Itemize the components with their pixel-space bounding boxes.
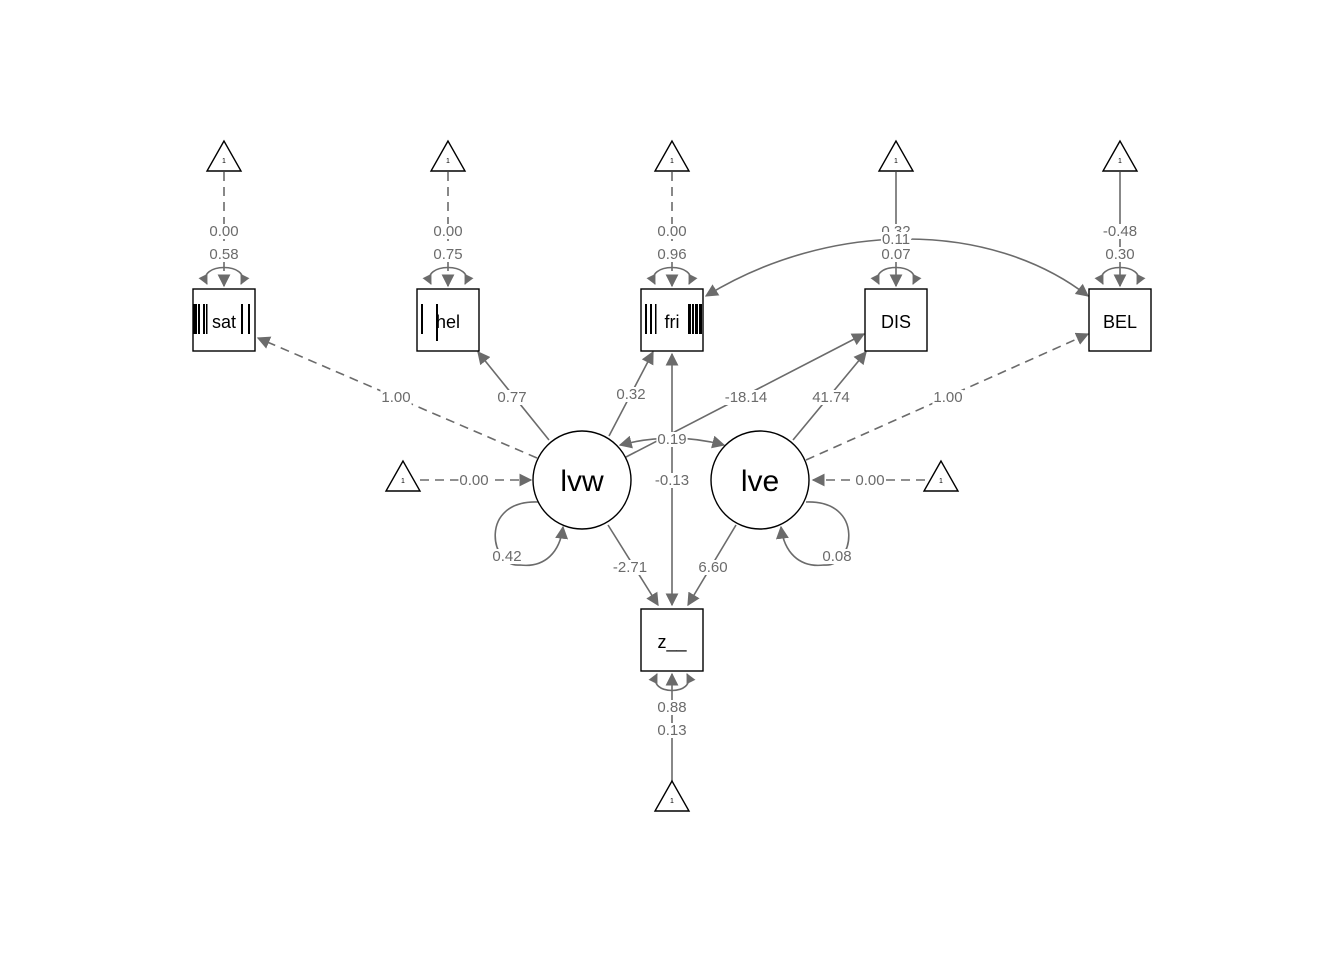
label-background bbox=[496, 390, 528, 405]
label-background bbox=[656, 723, 688, 738]
label-background bbox=[656, 432, 688, 447]
label-background bbox=[432, 224, 464, 239]
node-hel: hel bbox=[416, 288, 480, 352]
const-label: 1 bbox=[222, 158, 226, 165]
node-fri: fri bbox=[640, 288, 704, 352]
label-background bbox=[880, 232, 912, 247]
label-lve-variance: 0.08 bbox=[822, 548, 851, 565]
node-label-lvw: lvw bbox=[560, 465, 604, 498]
edge-var-fri bbox=[646, 266, 698, 285]
label-background bbox=[611, 560, 649, 575]
node-label-sat: sat bbox=[212, 312, 236, 332]
label-fri-bel-covariance: 0.11 bbox=[882, 231, 910, 248]
label-background bbox=[208, 247, 240, 262]
label-lve-dis: 41.74 bbox=[812, 389, 850, 406]
label-lvw-lve-covariance: 0.19 bbox=[657, 431, 686, 448]
edge-labels: 0.00 0.58 0.00 0.75 0.00 0.96 0.32 0.11 … bbox=[208, 223, 1139, 739]
const-label: 1 bbox=[894, 158, 898, 165]
label-bel-variance: 0.30 bbox=[1105, 246, 1134, 263]
label-lvw-dis: -18.14 bbox=[725, 389, 768, 406]
node-label-hel: hel bbox=[436, 312, 460, 332]
triangle-const-fri: 1 bbox=[653, 139, 691, 172]
label-background bbox=[1104, 247, 1136, 262]
node-label-dis: DIS bbox=[881, 312, 911, 332]
node-z: z__ bbox=[640, 608, 704, 672]
triangle-const-lve: 1 bbox=[922, 459, 960, 492]
label-z-variance: 0.88 bbox=[657, 699, 686, 716]
const-label: 1 bbox=[1118, 158, 1122, 165]
label-fri-z: -0.13 bbox=[655, 472, 689, 489]
label-sat-variance: 0.58 bbox=[209, 246, 238, 263]
edge-var-lvw bbox=[494, 501, 569, 567]
label-fri-variance: 0.96 bbox=[657, 246, 686, 263]
triangle-const-sat: 1 bbox=[205, 139, 243, 172]
const-label: 1 bbox=[939, 478, 943, 485]
edge-var-dis bbox=[870, 266, 922, 285]
triangle-const-hel: 1 bbox=[429, 139, 467, 172]
label-fri-intercept: 0.00 bbox=[657, 223, 686, 240]
label-sat-intercept: 0.00 bbox=[209, 223, 238, 240]
label-background bbox=[723, 390, 769, 405]
edge-var-sat bbox=[198, 266, 250, 285]
label-lvw-variance: 0.42 bbox=[492, 548, 521, 565]
node-lve: lve bbox=[710, 430, 810, 530]
overflow-bars-fri bbox=[645, 304, 702, 334]
edge-var-lve bbox=[775, 501, 850, 567]
edge-var-hel bbox=[422, 266, 474, 285]
node-label-z: z__ bbox=[657, 632, 687, 653]
label-background bbox=[811, 390, 851, 405]
label-lve-intercept: 0.00 bbox=[855, 472, 884, 489]
edge-var-bel bbox=[1094, 266, 1146, 285]
node-lvw: lvw bbox=[532, 430, 632, 530]
label-background bbox=[656, 247, 688, 262]
triangle-const-lvw: 1 bbox=[384, 459, 422, 492]
label-background bbox=[653, 473, 691, 488]
triangle-const-z: 1 bbox=[653, 779, 691, 812]
label-background bbox=[380, 390, 412, 405]
label-background bbox=[656, 224, 688, 239]
label-lvw-hel: 0.77 bbox=[497, 389, 526, 406]
overflow-bars-sat bbox=[193, 304, 250, 334]
node-dis: DIS bbox=[864, 288, 928, 352]
label-background bbox=[656, 700, 688, 715]
node-sat: sat bbox=[192, 288, 256, 352]
label-background bbox=[854, 473, 886, 488]
label-background bbox=[821, 549, 853, 564]
node-label-bel: BEL bbox=[1103, 312, 1137, 332]
label-background bbox=[697, 560, 729, 575]
node-label-lve: lve bbox=[741, 465, 779, 498]
label-lve-bel: 1.00 bbox=[933, 389, 962, 406]
label-background bbox=[880, 247, 912, 262]
label-background bbox=[208, 224, 240, 239]
label-background bbox=[932, 390, 964, 405]
label-background bbox=[615, 387, 647, 402]
label-background bbox=[1101, 224, 1139, 239]
label-hel-variance: 0.75 bbox=[433, 246, 462, 263]
const-label: 1 bbox=[446, 158, 450, 165]
overflow-bars-hel bbox=[421, 304, 438, 341]
const-label: 1 bbox=[670, 158, 674, 165]
const-label: 1 bbox=[670, 798, 674, 805]
triangle-const-dis: 1 bbox=[877, 139, 915, 172]
const-label: 1 bbox=[401, 478, 405, 485]
label-bel-intercept: -0.48 bbox=[1103, 223, 1137, 240]
node-label-fri: fri bbox=[665, 312, 680, 332]
label-lvw-intercept: 0.00 bbox=[459, 472, 488, 489]
triangle-const-bel: 1 bbox=[1101, 139, 1139, 172]
label-lve-z: 6.60 bbox=[698, 559, 727, 576]
label-hel-intercept: 0.00 bbox=[433, 223, 462, 240]
label-background bbox=[458, 473, 490, 488]
label-dis-variance: 0.07 bbox=[881, 246, 910, 263]
label-background bbox=[491, 549, 523, 564]
label-z-intercept: 0.13 bbox=[657, 722, 686, 739]
label-lvw-sat: 1.00 bbox=[381, 389, 410, 406]
label-lvw-fri: 0.32 bbox=[616, 386, 645, 403]
node-bel: BEL bbox=[1088, 288, 1152, 352]
label-background bbox=[432, 247, 464, 262]
label-lvw-z: -2.71 bbox=[613, 559, 647, 576]
